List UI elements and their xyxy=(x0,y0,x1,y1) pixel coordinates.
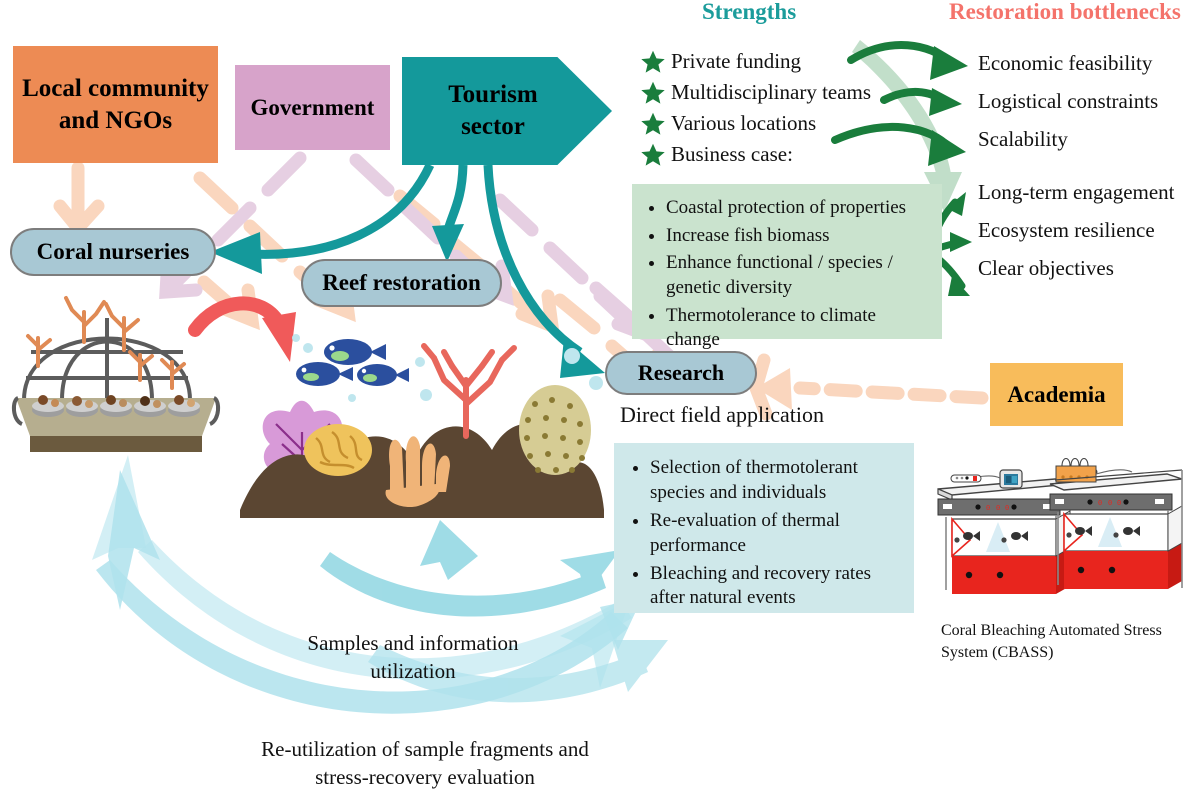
node-research[interactable]: Research xyxy=(605,351,757,395)
strength-item: Private funding xyxy=(640,46,960,77)
svg-text:0: 0 xyxy=(1108,500,1112,508)
strength-label: Private funding xyxy=(671,49,802,73)
teal-arrow-to-research xyxy=(483,164,605,378)
caption-samples-and-information: Samples and information utilization xyxy=(307,631,519,684)
strength-label: Various locations xyxy=(671,111,817,135)
svg-text:0: 0 xyxy=(986,505,990,513)
fish-icon xyxy=(292,334,603,402)
business-case-item: Enhance functional / species / genetic d… xyxy=(666,251,932,300)
strength-label: Business case: xyxy=(671,142,793,166)
svg-text:0: 0 xyxy=(996,505,1000,513)
bottleneck-item: Economic feasibility xyxy=(978,50,1153,75)
section-title-strengths: Strengths xyxy=(702,0,797,24)
stakeholder-box-tourism-sector[interactable]: Tourism sector xyxy=(402,57,612,165)
bottlenecks-list: Economic feasibility Logistical constrai… xyxy=(978,44,1200,287)
direct-field-item: Bleaching and recovery rates after natur… xyxy=(650,562,904,612)
bottleneck-item: Logistical constraints xyxy=(978,88,1159,113)
node-reef-restoration[interactable]: Reef restoration xyxy=(301,259,502,307)
strength-item: Multidisciplinary teams xyxy=(640,77,960,108)
teal-arrow-to-nurseries xyxy=(210,163,435,274)
node-coral-nurseries[interactable]: Coral nurseries xyxy=(10,228,216,276)
business-case-item: Increase fish biomass xyxy=(666,224,932,249)
section-title-restoration-bottlenecks: Restoration bottlenecks xyxy=(949,0,1181,24)
star-icon xyxy=(641,143,665,166)
bottleneck-item: Clear objectives xyxy=(978,255,1114,280)
box-label-tourism-sector: Tourism sector xyxy=(448,80,538,141)
box-label-government: Government xyxy=(250,94,375,120)
star-icon xyxy=(641,112,665,135)
cbass-caption: Coral Bleaching Automated Stress System … xyxy=(941,622,1162,661)
nursery-dome-icon xyxy=(11,296,221,452)
stakeholder-box-academia[interactable]: Academia xyxy=(990,363,1123,426)
business-case-box: Coastal protection of properties Increas… xyxy=(632,184,942,350)
business-case-item: Thermotolerance to climate change xyxy=(666,304,932,353)
strengths-list: Private funding Multidisciplinary teams … xyxy=(640,46,960,170)
star-icon xyxy=(641,50,665,73)
direct-field-application-title: Direct field application xyxy=(620,402,825,427)
strength-item: Business case: xyxy=(640,139,960,170)
strength-label: Multidisciplinary teams xyxy=(671,80,872,104)
direct-field-item: Selection of thermotolerant species and … xyxy=(650,456,904,506)
red-transplant-arrow xyxy=(188,296,296,362)
stakeholder-box-local-community[interactable]: Local community and NGOs xyxy=(13,46,218,163)
node-label-coral-nurseries: Coral nurseries xyxy=(36,239,190,264)
strength-item: Various locations xyxy=(640,108,960,139)
svg-text:0: 0 xyxy=(1098,500,1102,508)
node-label-reef-restoration: Reef restoration xyxy=(322,270,481,295)
bottleneck-item: Long-term engagement xyxy=(978,179,1175,204)
direct-field-application-box: Selection of thermotolerant species and … xyxy=(614,443,914,613)
svg-text:0: 0 xyxy=(1117,500,1121,508)
bottleneck-item: Ecosystem resilience xyxy=(978,217,1155,242)
lightblue-mid-arrow xyxy=(320,520,620,617)
box-label-local-community: Local community and NGOs xyxy=(22,75,209,134)
node-label-research: Research xyxy=(637,360,725,385)
teal-arrow-to-reef xyxy=(432,164,468,262)
stakeholder-box-government[interactable]: Government xyxy=(235,65,390,150)
bottleneck-item: Scalability xyxy=(978,126,1068,151)
svg-text:0: 0 xyxy=(1005,505,1009,513)
business-case-item: Coastal protection of properties xyxy=(666,196,932,221)
box-label-academia: Academia xyxy=(1007,381,1106,407)
direct-field-item: Re-evaluation of thermal performance xyxy=(650,509,904,559)
caption-reutilization-of-samples: Re-utilization of sample fragments and s… xyxy=(261,737,589,790)
coral-icon xyxy=(240,343,604,518)
star-icon xyxy=(641,81,665,104)
